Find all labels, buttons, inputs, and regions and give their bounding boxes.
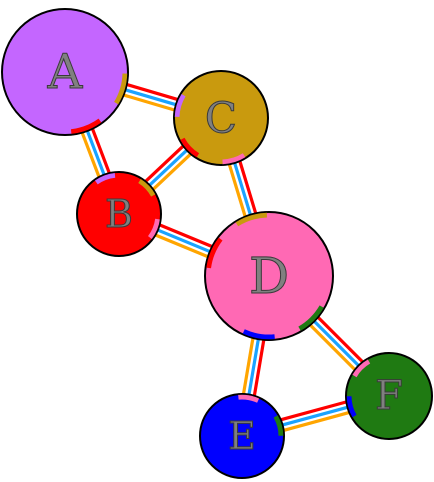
port-outline [94, 171, 115, 181]
port-outline [173, 93, 182, 117]
edge-stripe [91, 128, 111, 174]
edge-stripe [148, 149, 188, 187]
edge-stripe [252, 339, 266, 396]
edge-stripe [282, 405, 348, 427]
node-F[interactable] [345, 352, 433, 440]
port-D-to-B [206, 237, 223, 269]
edge-stripe [85, 130, 106, 176]
edge-B-D [155, 223, 213, 259]
edge-stripe [152, 153, 192, 191]
node-label-E: E [228, 414, 256, 458]
edge-stripe [126, 83, 178, 101]
edge-A-C [123, 83, 178, 112]
edge-E-F [280, 400, 350, 432]
node-label-B: B [105, 192, 133, 236]
node-label-A: A [47, 44, 84, 100]
port-F-to-D [352, 359, 371, 378]
port-outline [71, 122, 103, 136]
edge-stripe [159, 223, 213, 248]
port-E-to-D [238, 394, 260, 403]
node-A[interactable] [1, 8, 129, 136]
edge-stripe [157, 228, 211, 254]
port-outline [204, 236, 219, 268]
edge-A-B [80, 128, 111, 178]
port-C-to-D [222, 153, 246, 165]
edge-stripe [123, 93, 175, 112]
edge-stripe [80, 132, 101, 178]
edge-stripe [144, 145, 185, 183]
edge-stripe [155, 233, 209, 259]
edge-C-D [227, 160, 258, 217]
edge-stripe [227, 164, 247, 217]
edges-layer [80, 83, 364, 432]
node-B[interactable] [76, 171, 162, 257]
node-label-D: D [249, 247, 289, 305]
ports-layer [70, 73, 371, 436]
labels-layer: A B C D E F [46, 44, 403, 459]
nodes-layer [1, 8, 433, 479]
port-outline [118, 73, 129, 106]
port-outline [351, 358, 368, 375]
edge-stripe [313, 320, 360, 367]
port-outline [238, 393, 260, 399]
port-D-to-C [235, 212, 268, 227]
node-label-F: F [375, 373, 403, 419]
port-outline [234, 211, 267, 223]
port-B-to-A [94, 172, 116, 185]
port-outline [222, 157, 247, 166]
edge-stripe [241, 337, 255, 394]
edge-stripe [283, 411, 350, 432]
port-outline [140, 177, 157, 195]
edge-stripe [309, 324, 356, 371]
edge-stripe [317, 316, 364, 363]
port-outline [300, 307, 326, 333]
port-B-to-D [147, 218, 161, 240]
edge-stripe [280, 400, 347, 422]
port-outline [345, 396, 353, 418]
port-D-to-E [242, 329, 275, 340]
edge-D-F [309, 316, 364, 371]
port-A-to-C [114, 73, 128, 105]
port-B-to-C [138, 178, 156, 197]
node-label-C: C [205, 94, 237, 143]
edge-D-E [241, 337, 266, 396]
port-A-to-B [70, 118, 102, 135]
port-outline [178, 139, 197, 159]
port-E-to-F [273, 415, 284, 436]
edge-stripe [247, 338, 260, 395]
port-C-to-B [180, 137, 200, 158]
edge-stripe [238, 160, 258, 214]
port-outline [151, 219, 162, 240]
port-C-to-A [174, 93, 186, 117]
edge-B-C [144, 145, 192, 191]
edge-stripe [124, 88, 177, 107]
edge-stripe [233, 162, 252, 216]
port-outline [277, 414, 285, 436]
port-outline [242, 333, 276, 341]
node-C[interactable] [173, 70, 269, 166]
port-F-to-E [346, 396, 357, 418]
port-D-to-F [298, 305, 324, 331]
